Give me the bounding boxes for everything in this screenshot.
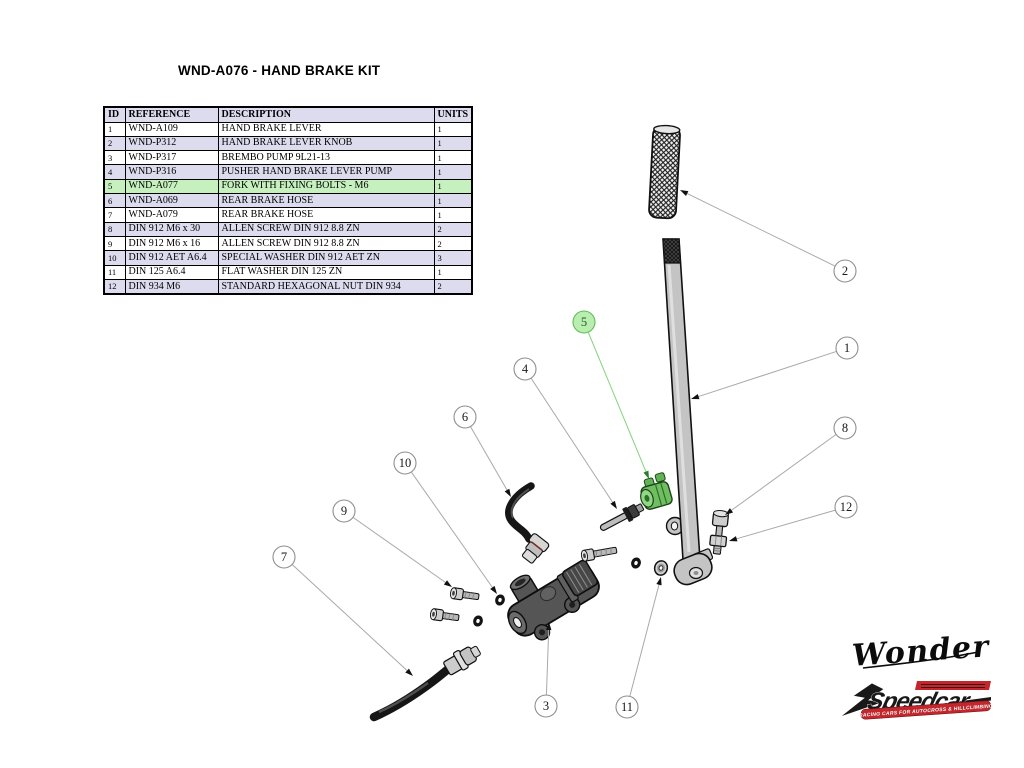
callout-circle[interactable]: [615, 695, 639, 719]
callout-circle[interactable]: [393, 451, 417, 475]
callout-7[interactable]: 7: [272, 545, 413, 676]
part-special-washer-10b[interactable]: [471, 614, 485, 628]
callout-circle[interactable]: [332, 499, 356, 523]
callout-circle[interactable]: [453, 405, 477, 429]
callout-number: 1: [844, 341, 850, 355]
callout-9[interactable]: 9: [332, 499, 452, 587]
callout-circle[interactable]: [572, 310, 596, 334]
part-rear-brake-hose-lower[interactable]: [369, 641, 484, 722]
callout-5[interactable]: 5: [572, 310, 649, 479]
callout-circle[interactable]: [534, 694, 558, 718]
part-allen-screw-9a[interactable]: [449, 586, 481, 603]
part-hex-nut-12[interactable]: [709, 534, 728, 548]
callout-number: 4: [522, 362, 529, 376]
part-special-washer-10c[interactable]: [629, 556, 643, 570]
wonder-logo: Wonder: [851, 629, 992, 674]
table-cell-id: 12: [103, 279, 126, 295]
speedcar-logo: Speedcar RACING CARS FOR AUTOCROSS & HIL…: [839, 681, 993, 720]
callout-number: 9: [341, 504, 347, 518]
leader-arrowhead: [725, 508, 734, 515]
leader-arrowhead: [656, 577, 662, 586]
callout-10[interactable]: 10: [393, 451, 497, 594]
callout-number: 7: [281, 550, 287, 564]
leader-arrowhead: [504, 488, 511, 497]
callout-6[interactable]: 6: [453, 405, 511, 497]
leader-arrowhead: [610, 500, 617, 509]
part-flat-washer-11[interactable]: [653, 559, 669, 576]
callout-12[interactable]: 12: [729, 495, 858, 542]
callout-number: 10: [399, 456, 412, 470]
callout-number: 2: [842, 264, 848, 278]
callout-circle[interactable]: [272, 545, 296, 569]
part-allen-screw-8[interactable]: [709, 510, 730, 555]
leader-arrowhead: [691, 393, 700, 400]
callout-1[interactable]: 1: [691, 336, 859, 400]
callout-number: 8: [842, 421, 848, 435]
part-pusher[interactable]: [597, 500, 646, 535]
part-fork[interactable]: [636, 472, 674, 511]
callout-number: 3: [543, 699, 549, 713]
callout-number: 6: [462, 410, 468, 424]
leader-arrowhead: [405, 668, 413, 676]
part-lever-knob[interactable]: [648, 124, 681, 220]
callout-circle[interactable]: [835, 336, 859, 360]
callout-4[interactable]: 4: [513, 357, 617, 509]
callout-2[interactable]: 2: [680, 190, 857, 283]
leader-arrowhead: [546, 622, 552, 631]
leader-arrowhead: [729, 536, 738, 542]
callout-circle[interactable]: [834, 495, 858, 519]
leader-arrowhead: [490, 585, 497, 594]
part-rear-brake-hose-upper[interactable]: [505, 482, 550, 565]
callout-11[interactable]: 11: [615, 577, 662, 719]
callout-number: 5: [581, 315, 587, 329]
page-title: WND-A076 - HAND BRAKE KIT: [178, 63, 381, 78]
part-special-washer-10a[interactable]: [493, 593, 507, 607]
callout-number: 12: [840, 500, 853, 514]
part-brembo-pump[interactable]: [492, 544, 610, 651]
leader-arrowhead: [643, 470, 649, 479]
callout-number: 11: [621, 700, 633, 714]
callout-8[interactable]: 8: [725, 416, 857, 515]
table-cell-desc: STANDARD HEXAGONAL NUT DIN 934: [217, 279, 435, 295]
part-allen-screw-8b[interactable]: [580, 544, 618, 563]
callout-circle[interactable]: [833, 416, 857, 440]
part-allen-screw-9b[interactable]: [429, 607, 461, 624]
table-header-row: ID REFERENCE DESCRIPTION UNITS: [103, 106, 473, 123]
callout-circle[interactable]: [513, 357, 537, 381]
callout-circle[interactable]: [833, 259, 857, 283]
leader-arrowhead: [443, 580, 452, 587]
leader-arrowhead: [680, 190, 689, 196]
callout-3[interactable]: 3: [534, 622, 558, 718]
table-cell-ref: DIN 934 M6: [124, 279, 219, 295]
table-cell-units: 2: [433, 279, 473, 295]
part-hand-brake-lever[interactable]: [662, 238, 715, 588]
